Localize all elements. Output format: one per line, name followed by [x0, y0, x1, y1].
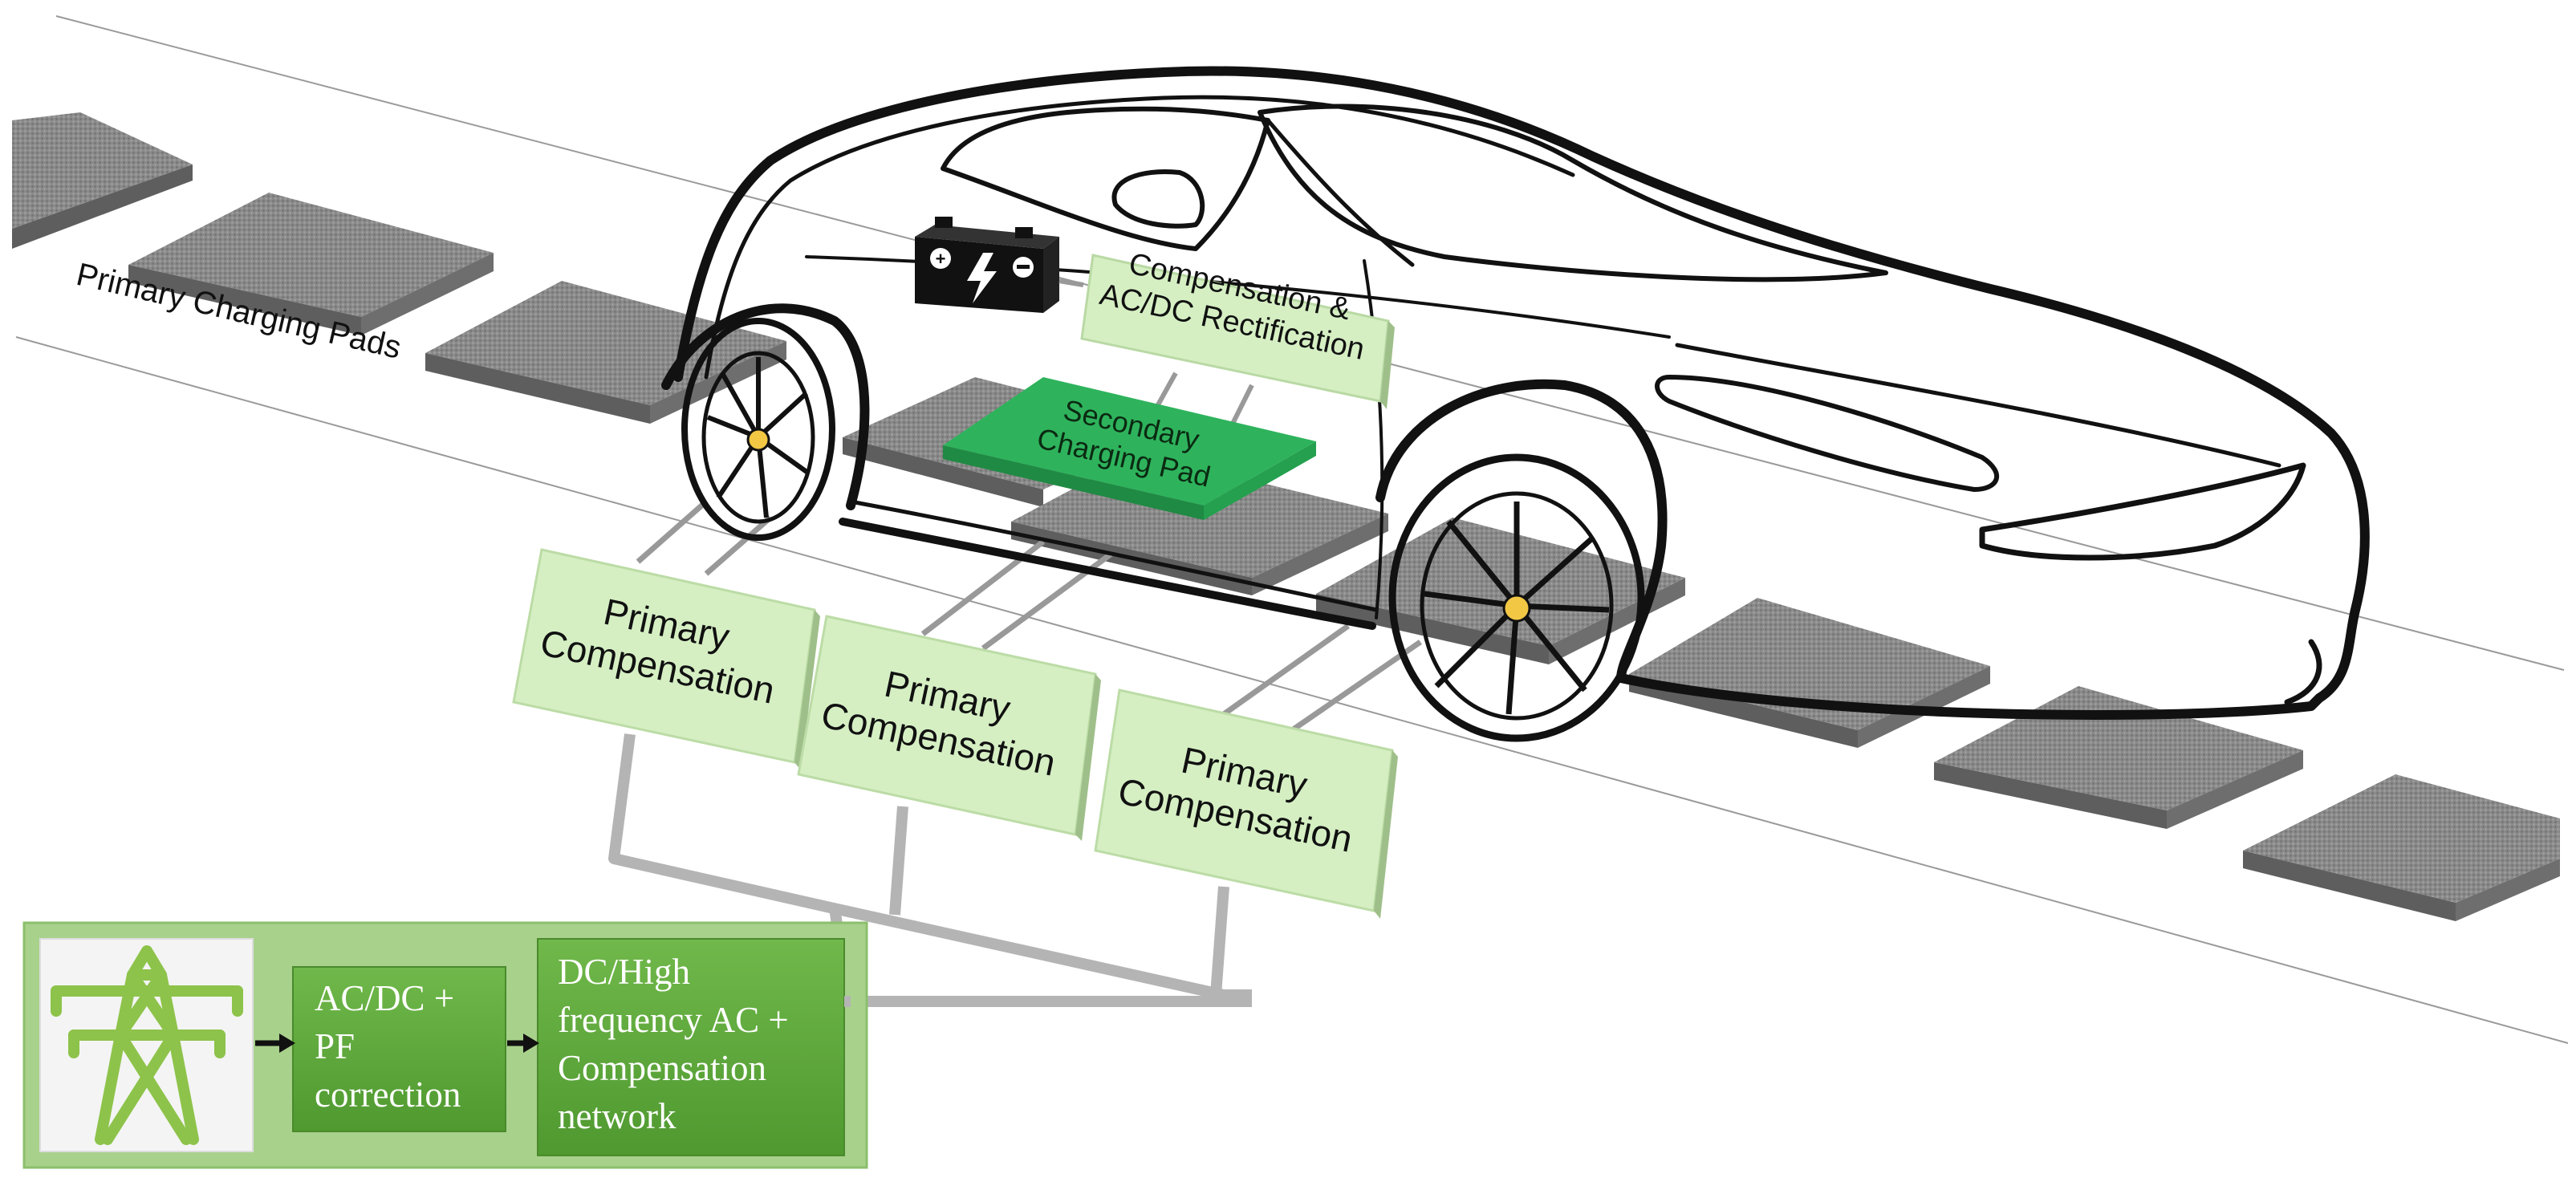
secondary-charging-pad-shape [943, 377, 1316, 520]
charging-pad-3 [425, 281, 786, 424]
rear-wheel-spokes [1424, 502, 1610, 715]
rectifier-wires [1153, 372, 1254, 427]
primary-compensation-box-3 [1094, 688, 1398, 919]
car-battery-icon: + [915, 217, 1059, 313]
battery-to-rectifier-wire [1058, 278, 1084, 287]
hf-inverter-box: DC/High frequency AC + Compensation netw… [558, 948, 835, 1140]
charging-pad-2 [128, 193, 494, 335]
electric-car-illustration [661, 66, 2370, 742]
charging-pad-1 [12, 112, 193, 249]
hf-inverter-label: DC/High frequency AC + Compensation netw… [558, 952, 789, 1136]
power-tower-icon [51, 945, 243, 1145]
flow-arrows [255, 1034, 539, 1053]
charging-pad-7 [1629, 598, 1990, 748]
front-wheel-hub [746, 428, 770, 452]
ac-dc-pf-correction-box: AC/DC + PF correction [315, 975, 495, 1119]
primary-compensation-box-2 [797, 615, 1101, 841]
rectification-box-shape [1080, 254, 1395, 409]
primary-compensation-box-1 [512, 548, 820, 770]
svg-text:+: + [936, 249, 946, 269]
charging-pad-9 [2243, 774, 2560, 921]
ac-dc-pf-correction-label: AC/DC + PF correction [315, 978, 461, 1115]
feeder-wires [608, 733, 1252, 1007]
rear-wheel-hub [1502, 594, 1531, 623]
